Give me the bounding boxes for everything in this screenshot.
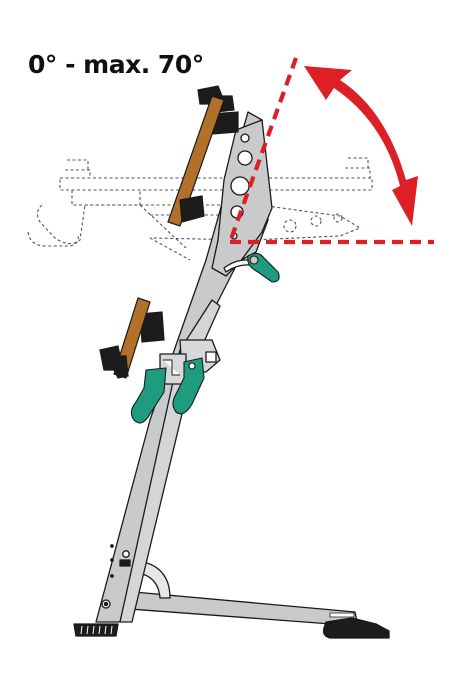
vertical-reference-dashed-line xyxy=(228,57,298,243)
base-foot-bar xyxy=(111,589,359,627)
lower-clamp-knob xyxy=(99,345,129,379)
rear-foot xyxy=(322,617,390,639)
angle-indicator xyxy=(228,57,434,245)
green-lever-left xyxy=(130,367,167,424)
lower-wood-board xyxy=(99,297,165,379)
stand-frame xyxy=(73,111,390,639)
angle-range-title: 0° - max. 70° xyxy=(28,50,204,79)
green-levers xyxy=(130,252,280,424)
top-wood-board xyxy=(167,85,239,227)
pivot-plate xyxy=(211,119,273,277)
tilt-arrow-icon xyxy=(304,66,418,226)
front-foot-tread xyxy=(73,623,119,637)
wood-board-upper xyxy=(167,95,225,227)
green-lever-right xyxy=(172,357,205,415)
